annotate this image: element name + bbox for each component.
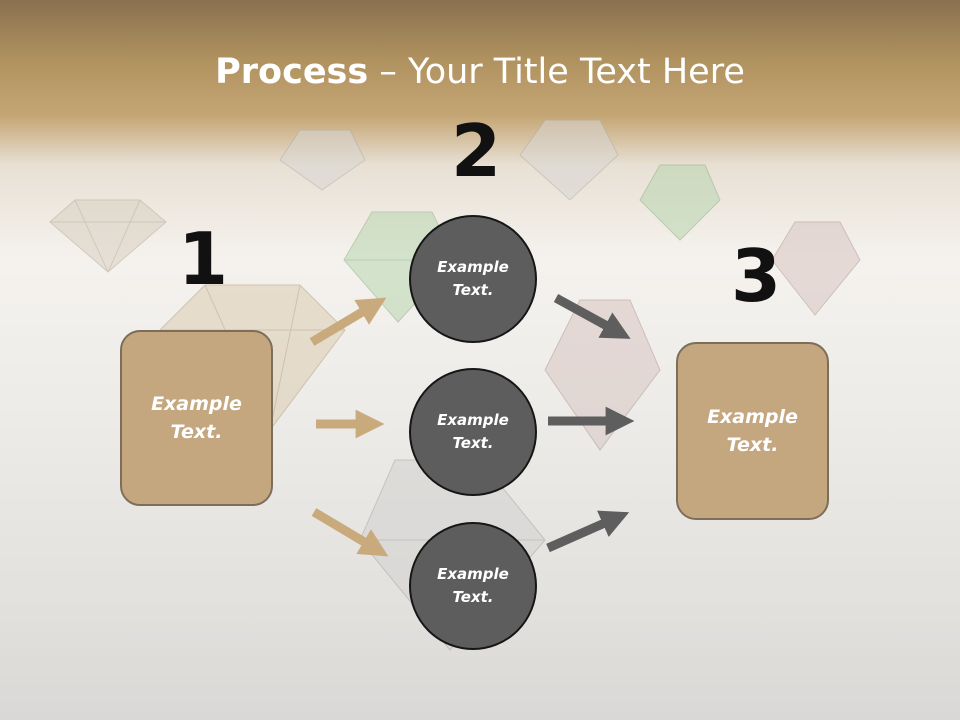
circle-bottom-line2: Text. <box>452 588 494 606</box>
slide-title: Process – Your Title Text Here <box>215 52 745 92</box>
step-1-box-line1: Example <box>151 392 242 415</box>
step-1-box: Example Text. <box>120 330 273 506</box>
step-3-number: 3 <box>731 234 782 318</box>
circle-middle-line1: Example <box>437 410 509 429</box>
diamond-left-small <box>49 199 167 273</box>
step-3-box-line2: Text. <box>726 434 779 456</box>
diamond-top-center <box>279 119 619 201</box>
step-2-circle-middle: Example Text. <box>409 368 537 496</box>
step-3-box: Example Text. <box>676 342 829 520</box>
circle-middle-line2: Text. <box>452 434 494 452</box>
arrow-from-bottom-circle <box>546 510 630 553</box>
circle-top-line1: Example <box>437 257 509 276</box>
arrow-from-top-circle <box>553 294 631 339</box>
arrow-to-top-circle <box>309 297 387 346</box>
step-1-box-line2: Text. <box>170 421 223 443</box>
step-2-circle-top: Example Text. <box>409 215 537 343</box>
diamond-pink <box>544 221 861 451</box>
circle-top-line2: Text. <box>452 281 494 299</box>
step-2-circle-bottom: Example Text. <box>409 522 537 650</box>
step-2-number: 2 <box>451 109 502 193</box>
step-3-box-line1: Example <box>707 405 798 428</box>
step-1-number: 1 <box>178 217 229 301</box>
arrow-to-bottom-circle <box>311 508 389 557</box>
circle-bottom-line1: Example <box>437 564 509 583</box>
